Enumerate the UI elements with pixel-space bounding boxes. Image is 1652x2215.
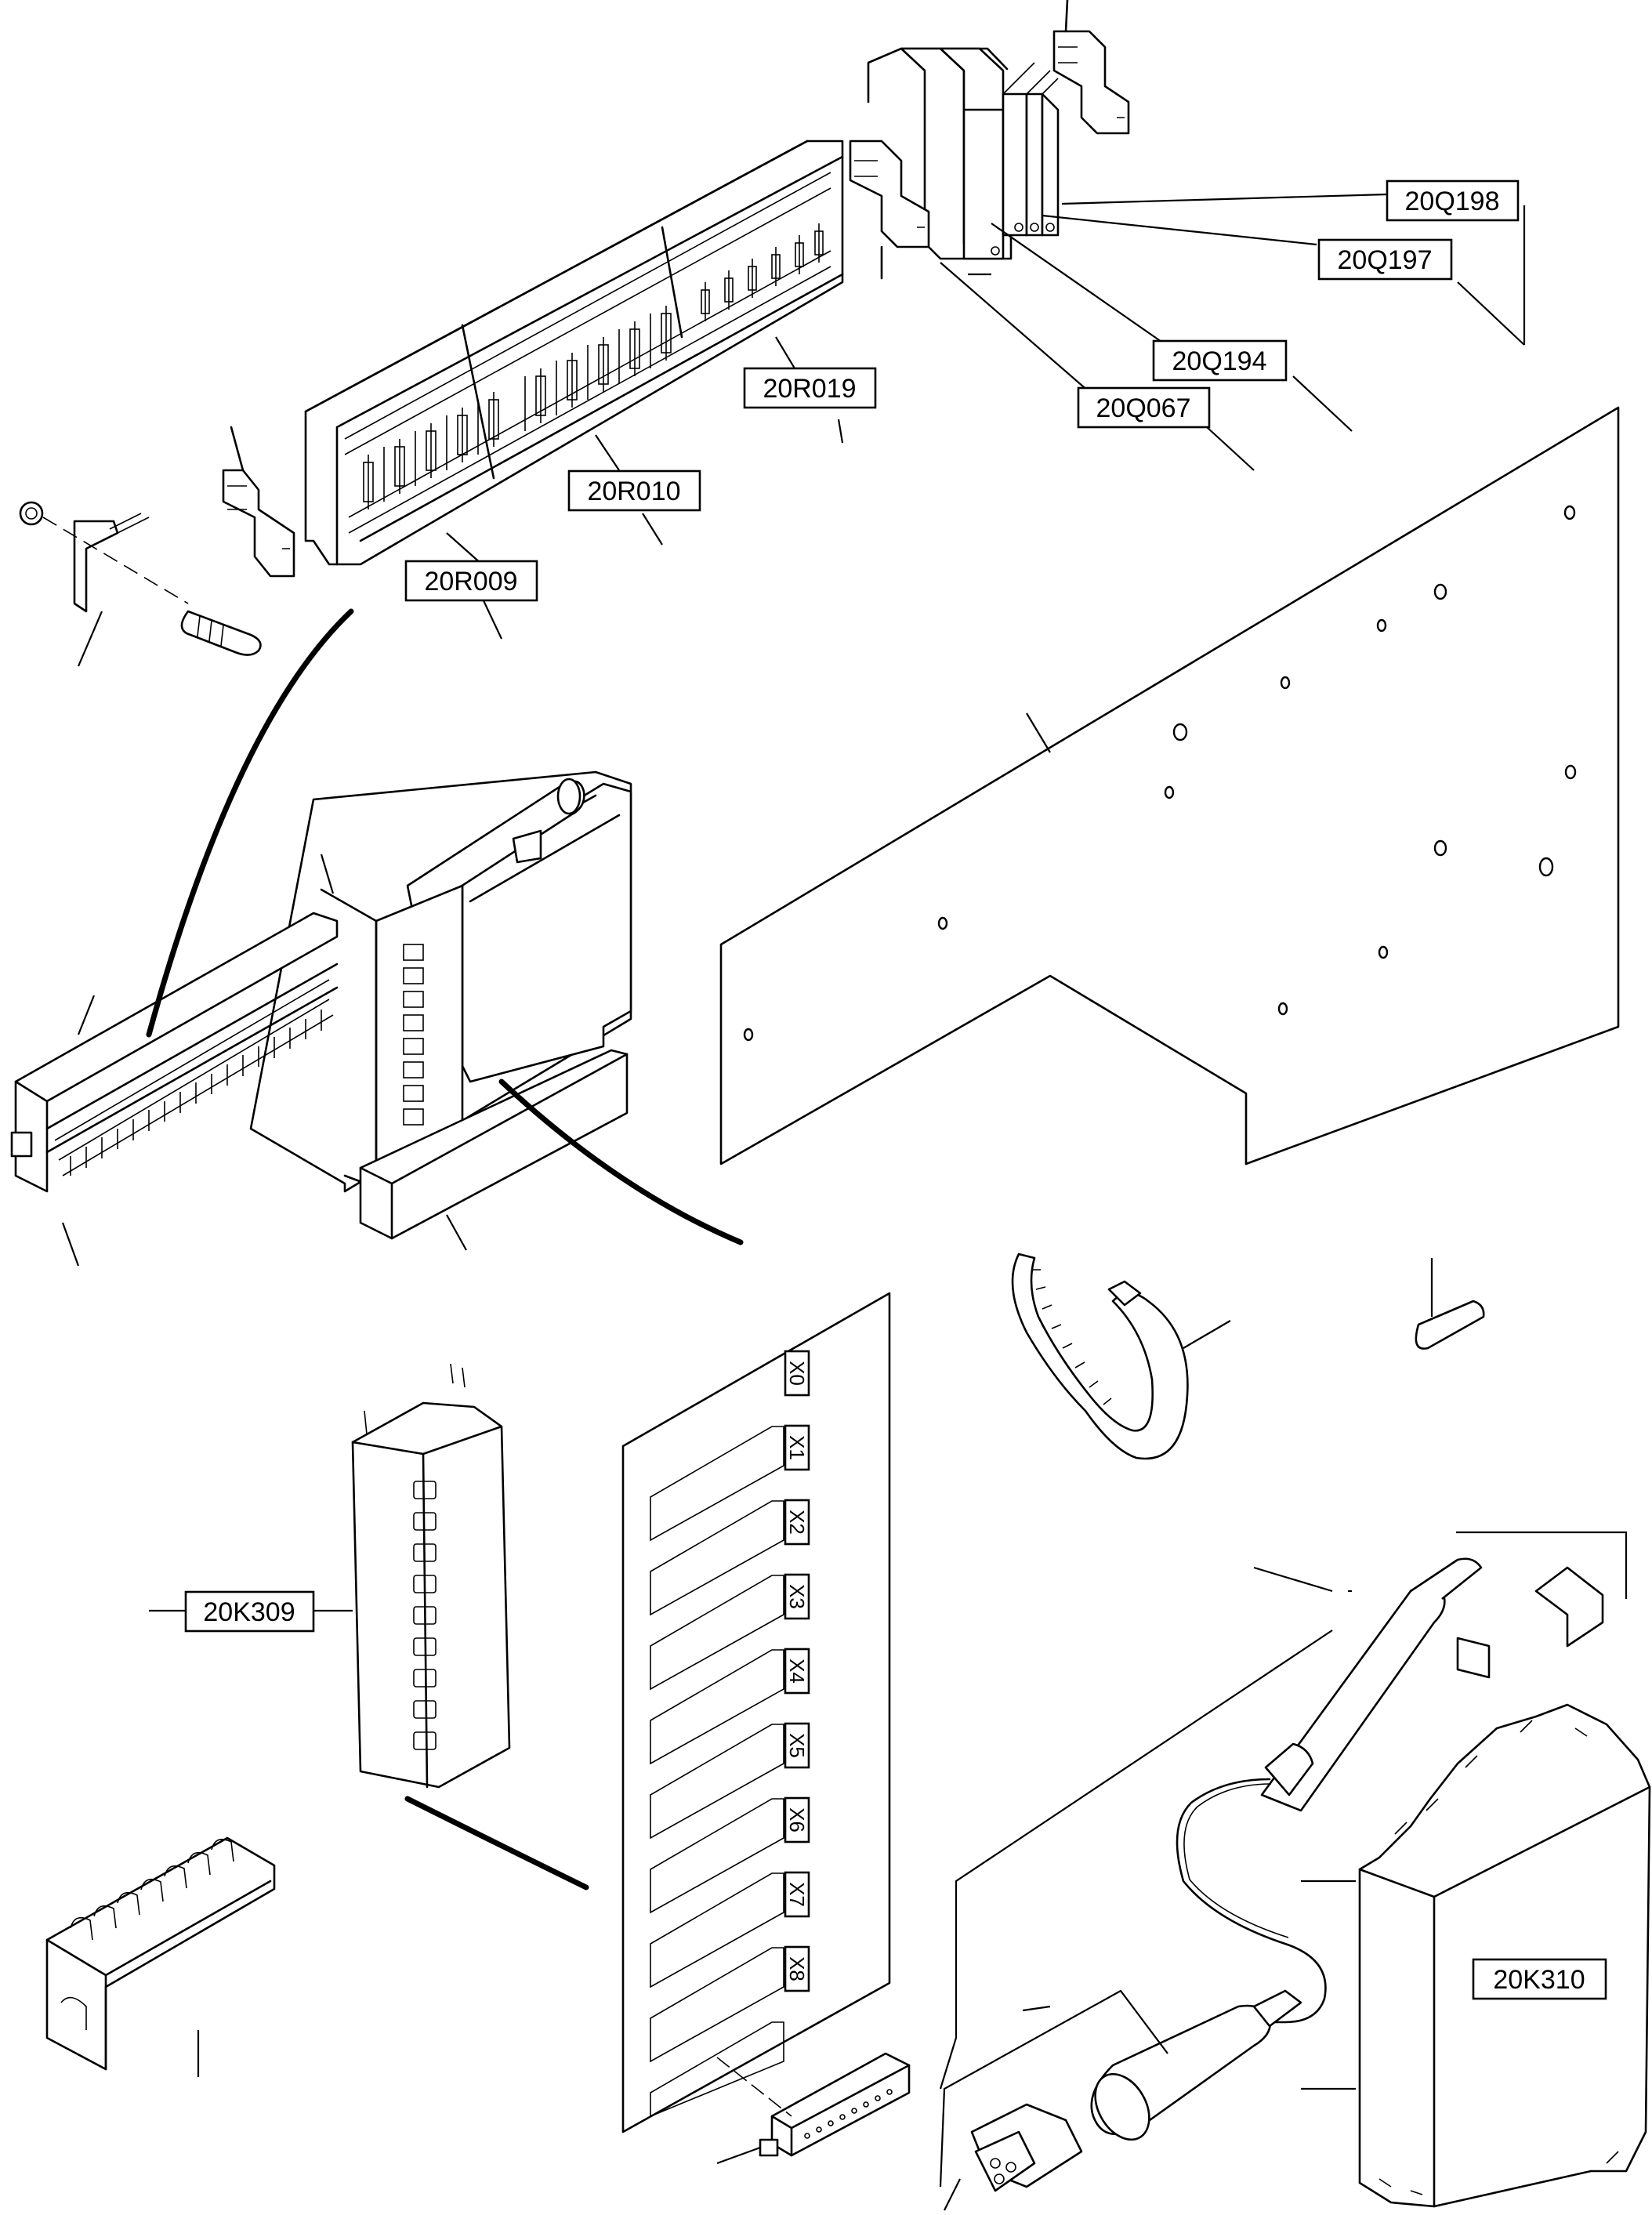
svg-text:20K309: 20K309 <box>203 1597 295 1627</box>
relay-module-group-icon <box>849 0 1130 280</box>
label-20q194: 20Q194 <box>1152 339 1288 382</box>
svg-text:X5: X5 <box>785 1733 809 1758</box>
cable-duct-icon <box>45 1836 276 2077</box>
slot-tag-x2: X2 <box>784 1499 810 1546</box>
svg-text:X1: X1 <box>785 1435 809 1460</box>
label-leaders <box>149 193 1526 1612</box>
svg-text:X7: X7 <box>785 1882 809 1907</box>
svg-text:20Q197: 20Q197 <box>1338 245 1433 275</box>
svg-text:20Q198: 20Q198 <box>1405 187 1500 216</box>
sensor-cable-icon <box>939 1531 1628 2211</box>
sleeve-icon <box>1415 1258 1485 1350</box>
svg-text:X6: X6 <box>785 1807 809 1833</box>
label-20q197: 20Q197 <box>1317 238 1453 281</box>
label-20q198: 20Q198 <box>1386 179 1520 222</box>
mounting-plate-icon <box>719 406 1620 1166</box>
control-box-assembly-icon <box>10 770 632 1267</box>
svg-text:20R019: 20R019 <box>763 374 856 404</box>
slot-tag-x1: X1 <box>784 1424 810 1471</box>
label-20k309: 20K309 <box>184 1590 315 1633</box>
svg-text:X2: X2 <box>785 1510 809 1535</box>
label-20k310: 20K310 <box>1472 1958 1607 2000</box>
svg-text:X4: X4 <box>785 1659 809 1684</box>
slot-tag-x7: X7 <box>784 1871 810 1918</box>
relay-module-icon <box>351 1363 511 1789</box>
label-20r019: 20R019 <box>743 367 877 409</box>
slot-tag-x4: X4 <box>784 1648 810 1695</box>
svg-text:20R009: 20R009 <box>424 567 517 596</box>
terminal-strip-icon <box>716 2052 911 2165</box>
cable-tie-icon <box>1011 1253 1231 1460</box>
label-20r010: 20R010 <box>567 469 701 512</box>
svg-text:X3: X3 <box>785 1584 809 1609</box>
slot-tag-x3: X3 <box>784 1573 810 1620</box>
slot-tag-x5: X5 <box>784 1722 810 1769</box>
svg-text:20Q067: 20Q067 <box>1096 393 1191 423</box>
terminal-block-icon <box>19 140 844 667</box>
svg-text:X8: X8 <box>785 1956 809 1981</box>
svg-text:20K310: 20K310 <box>1493 1965 1585 1995</box>
svg-text:20R010: 20R010 <box>587 477 680 506</box>
slot-tag-x8: X8 <box>784 1945 810 1992</box>
slot-tag-x6: X6 <box>784 1796 810 1843</box>
label-20q067: 20Q067 <box>1077 386 1211 429</box>
control-box-icon <box>1301 1703 1651 2208</box>
slot-tag-x0: X0 <box>784 1350 810 1397</box>
label-20r009: 20R009 <box>404 560 538 602</box>
svg-text:20Q194: 20Q194 <box>1172 346 1267 376</box>
svg-text:X0: X0 <box>785 1361 809 1386</box>
